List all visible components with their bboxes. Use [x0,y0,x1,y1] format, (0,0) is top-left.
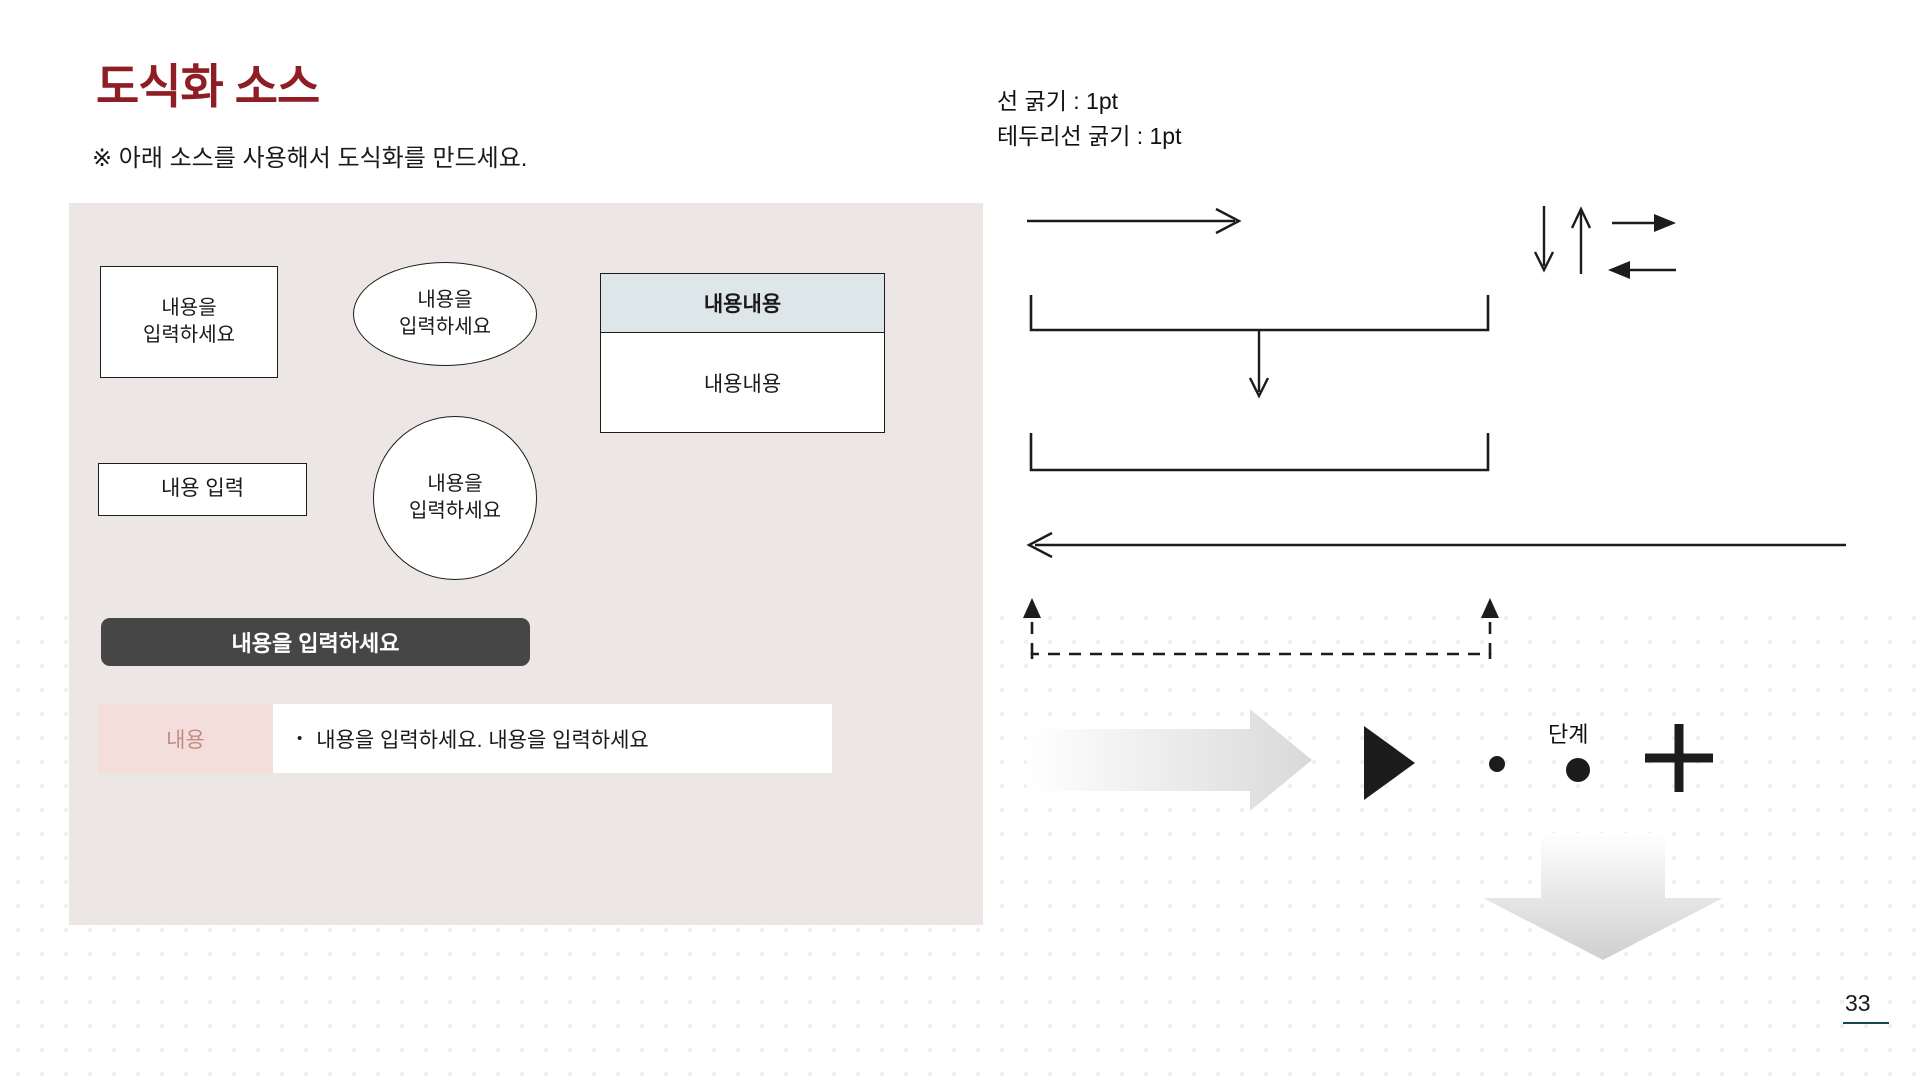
dot-small-icon [1489,756,1505,772]
plus-icon [1645,724,1713,792]
shape-rectangle-multiline[interactable]: 내용을 입력하세요 [100,266,278,378]
shape-oval[interactable]: 내용을 입력하세요 [353,262,537,366]
label-content-text: 내용을 입력하세요. 내용을 입력하세요 [316,728,649,752]
dashed-bracket-icon [1023,598,1499,659]
dot-large-icon [1566,758,1590,782]
gradient-arrow-down-icon [1483,833,1723,960]
label-cell: 내용 [98,704,273,773]
arrow-down-thin-icon [1533,206,1555,273]
shape-table[interactable]: 내용내용 내용내용 [600,273,885,433]
table-body-cell: 내용내용 [703,372,782,396]
bracket-top-icon [1029,295,1490,332]
page-subtitle: ※ 아래 소스를 사용해서 도식화를 만드세요. [92,145,528,172]
page-number: 33 [1845,990,1871,1016]
arrow-left-filled-icon [1608,261,1676,279]
table-header-cell: 내용내용 [601,274,884,333]
triangle-play-icon [1364,726,1415,800]
line-weight-notes: 선 굵기 : 1pt 테두리선 굵기 : 1pt [997,88,1182,149]
label-content-cell: • 내용을 입력하세요. 내용을 입력하세요 [273,704,832,773]
step-label: 단계 [1548,722,1589,747]
arrow-down-connector-icon [1248,330,1270,399]
dark-button[interactable]: 내용을 입력하세요 [101,618,530,666]
shape-circle[interactable]: 내용을 입력하세요 [373,416,537,580]
page-title: 도식화 소스 [96,60,320,113]
label-content-row[interactable]: 내용 • 내용을 입력하세요. 내용을 입력하세요 [98,704,832,773]
arrow-right-filled-icon [1612,214,1676,232]
bullet-icon: • [297,730,303,747]
arrow-up-thin-icon [1570,206,1592,274]
bracket-bottom-icon [1029,433,1490,472]
page-number-rule [1843,1022,1889,1024]
gradient-arrow-right-icon [1027,709,1312,811]
arrow-left-long-icon [1026,531,1846,559]
shape-rectangle-single[interactable]: 내용 입력 [98,463,307,516]
arrow-right-open-icon [1027,207,1242,235]
